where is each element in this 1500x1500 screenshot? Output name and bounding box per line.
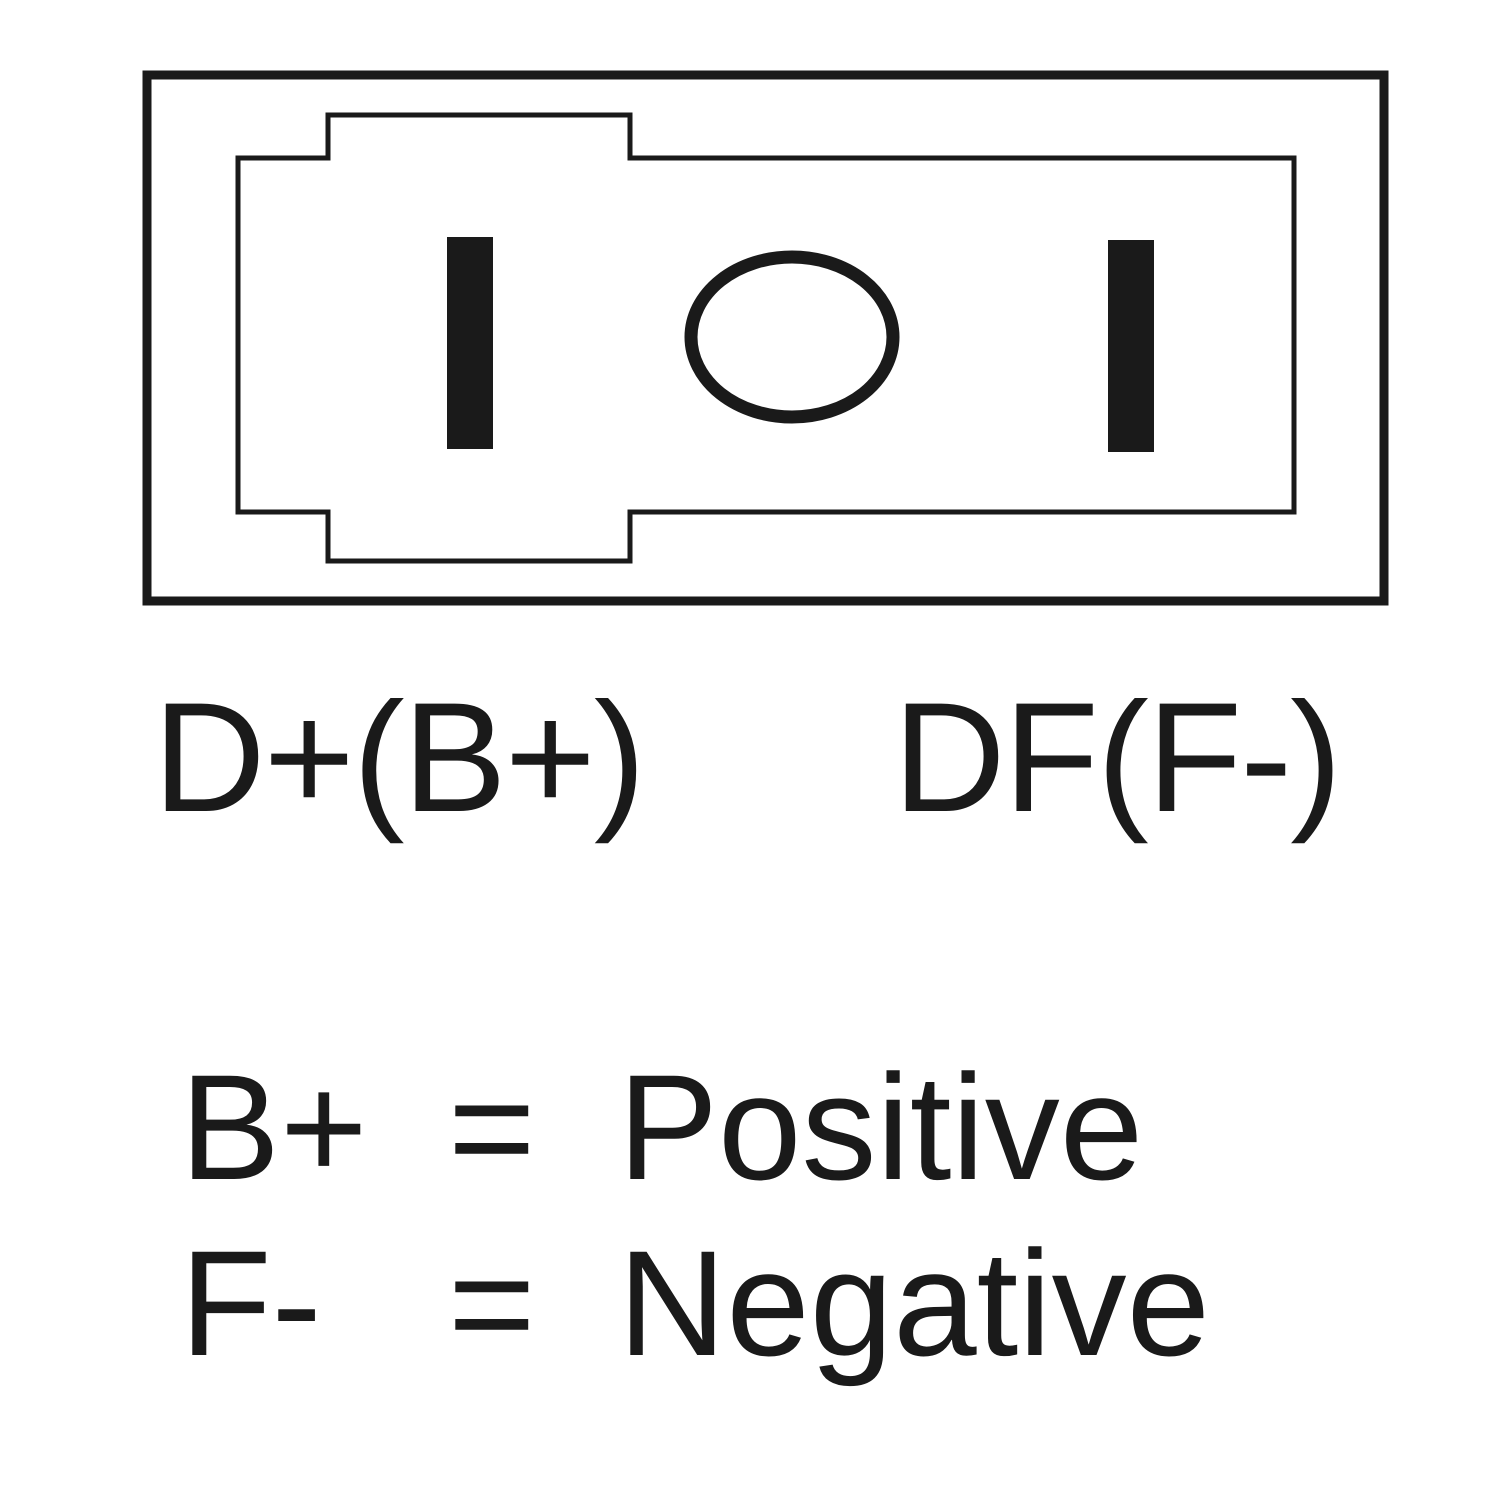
connector-diagram bbox=[142, 70, 1389, 606]
legend-row-positive: B+ = Positive bbox=[180, 1052, 1143, 1202]
terminal-label-right: DF(F-) bbox=[893, 671, 1342, 845]
terminal-blade-right bbox=[1108, 240, 1154, 452]
terminal-blade-left bbox=[447, 237, 493, 449]
legend-equals: = bbox=[448, 1043, 536, 1211]
legend-key: F- bbox=[180, 1219, 322, 1387]
legend-row-negative: F- = Negative bbox=[180, 1228, 1210, 1378]
legend-meaning: Positive bbox=[618, 1043, 1144, 1211]
legend-key: B+ bbox=[180, 1043, 368, 1211]
legend-equals: = bbox=[448, 1219, 536, 1387]
terminal-label-left: D+(B+) bbox=[153, 671, 646, 845]
connector-housing-outline bbox=[235, 112, 1297, 564]
terminal-hole-center bbox=[684, 250, 900, 424]
legend-meaning: Negative bbox=[618, 1219, 1211, 1387]
connector-outer-frame bbox=[142, 70, 1389, 606]
